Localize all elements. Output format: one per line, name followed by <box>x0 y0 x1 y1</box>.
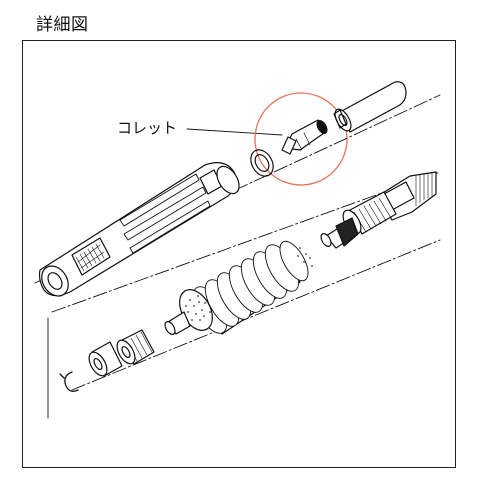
figure-frame <box>22 40 456 468</box>
collet-highlight-circle <box>254 92 348 186</box>
collet-leader-line <box>186 128 283 136</box>
retaining-clip <box>59 371 79 392</box>
collet-label: コレット <box>117 119 178 137</box>
cone-tip <box>320 217 359 249</box>
collet <box>281 119 328 155</box>
o-ring <box>250 149 274 177</box>
outer-sleeve <box>38 162 240 297</box>
upper-right-sleeve <box>333 81 407 133</box>
figure-title: 詳細図 <box>36 15 89 35</box>
bellows-body <box>164 240 313 335</box>
knurled-cap <box>116 329 155 365</box>
small-cylinder <box>88 341 123 377</box>
